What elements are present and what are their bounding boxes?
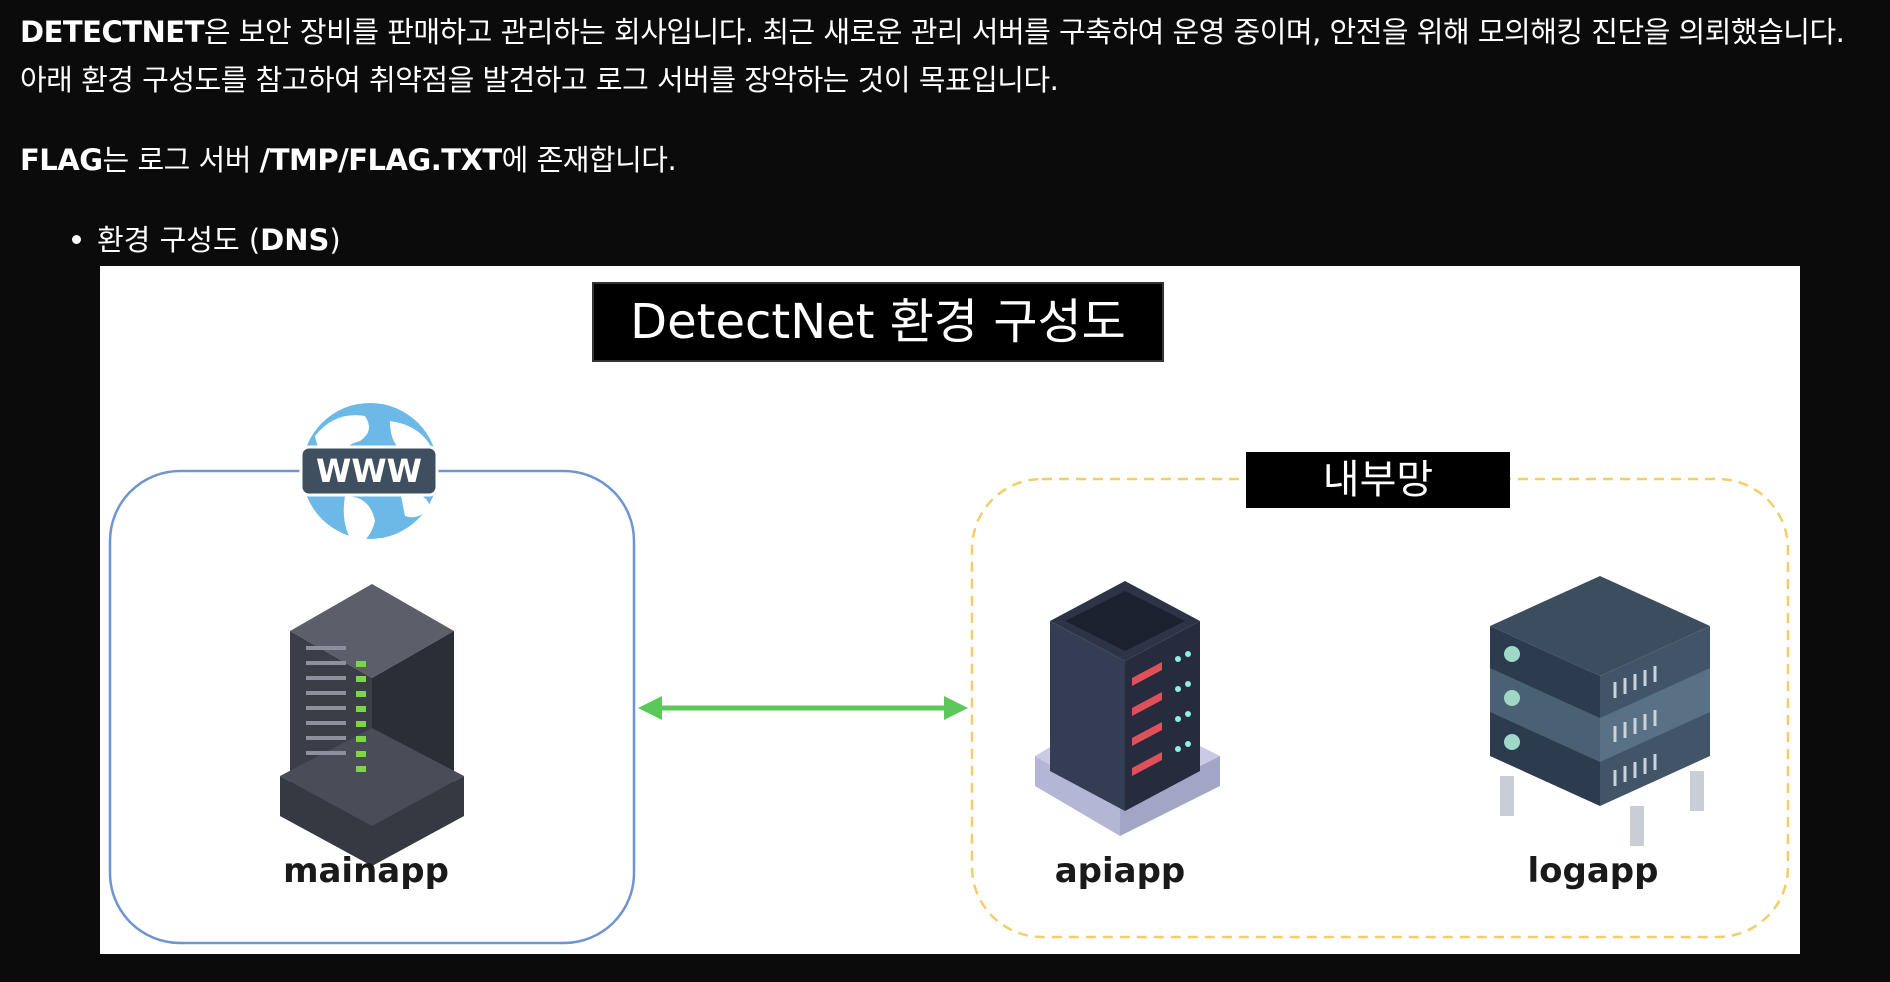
flag-text-end: 에 존재합니다.	[501, 143, 677, 177]
environment-diagram: WWW	[100, 266, 1800, 954]
flag-text-mid: 는 로그 서버	[102, 143, 260, 177]
www-badge-text: WWW	[316, 452, 422, 490]
flag-path: /TMP/FLAG.TXT	[259, 143, 503, 177]
flag-location-line: FLAG는 로그 서버 /TMP/FLAG.TXT에 존재합니다.	[20, 136, 677, 184]
intro-line-1: DETECTNET은 보안 장비를 판매하고 관리하는 회사입니다. 최근 새로…	[20, 8, 1845, 56]
bullet-text-after: )	[329, 223, 341, 257]
mainapp-server-icon	[280, 584, 464, 866]
www-badge: WWW	[299, 445, 439, 497]
bullet-text-dns: DNS	[260, 223, 330, 257]
apiapp-label: apiapp	[1054, 851, 1186, 891]
flag-label: FLAG	[20, 143, 103, 177]
logapp-server-icon	[1490, 576, 1710, 846]
logapp-label: logapp	[1527, 851, 1659, 891]
intro-line-2: 아래 환경 구성도를 참고하여 취약점을 발견하고 로그 서버를 장악하는 것이…	[20, 63, 1059, 97]
diagram-title: DetectNet 환경 구성도	[592, 282, 1164, 362]
bullet-item-env-diagram: 환경 구성도 (DNS)	[72, 216, 341, 264]
bullet-icon	[72, 234, 81, 244]
connection-arrow	[638, 696, 968, 720]
mainapp-label: mainapp	[283, 851, 449, 891]
internal-network-label: 내부망	[1246, 452, 1510, 508]
apiapp-server-icon	[1035, 581, 1220, 836]
internal-zone-box	[970, 477, 1790, 939]
bullet-text-before: 환경 구성도 (	[97, 223, 261, 257]
diagram-canvas: WWW	[108, 403, 1790, 945]
company-name: DETECTNET	[20, 15, 204, 49]
intro-text-1: 은 보안 장비를 판매하고 관리하는 회사입니다. 최근 새로운 관리 서버를 …	[203, 15, 1845, 49]
